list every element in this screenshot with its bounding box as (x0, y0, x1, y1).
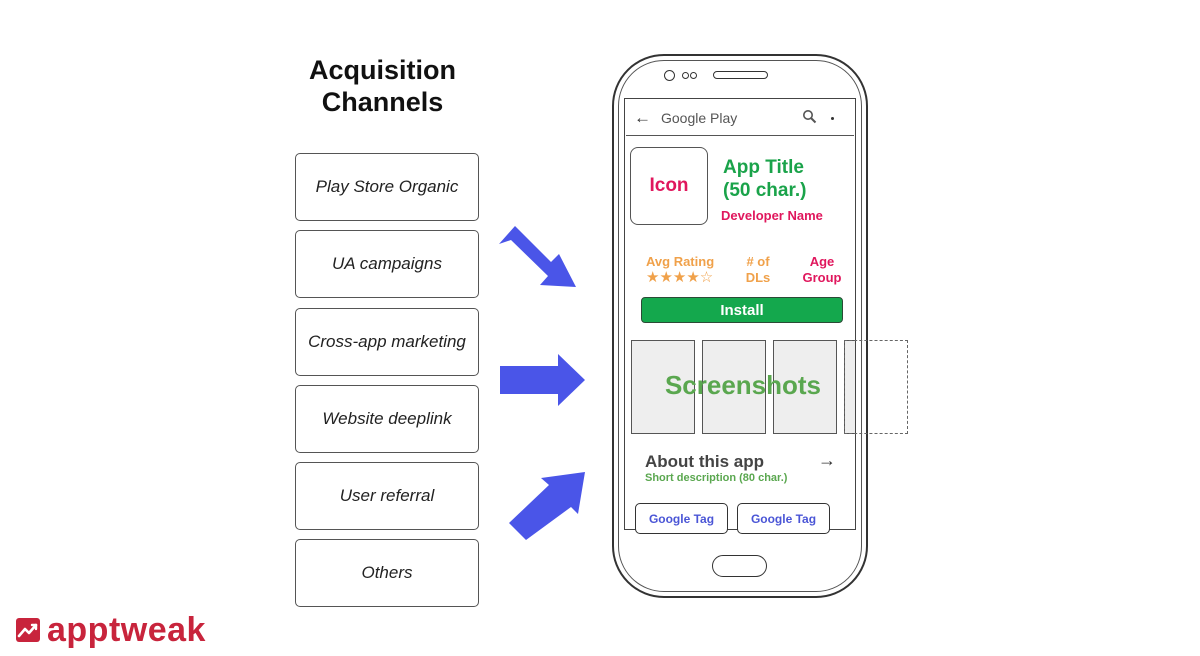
about-heading[interactable]: About this app (645, 452, 764, 471)
right-arrow-icon[interactable]: → (818, 450, 836, 470)
avg-rating-label: Avg Rating (646, 254, 715, 269)
arrow-down-right (499, 226, 576, 287)
channel-website-deeplink: Website deeplink (295, 385, 479, 453)
apptweak-logo-icon (16, 618, 40, 642)
speaker-grille (713, 71, 768, 79)
search-icon[interactable] (802, 109, 817, 124)
age-group-label: Age Group (801, 254, 843, 286)
overflow-menu-icon[interactable] (831, 117, 834, 120)
arrow-up-right (509, 472, 585, 540)
back-arrow-icon[interactable]: ← (634, 108, 651, 127)
app-icon-placeholder: Icon (630, 147, 708, 225)
store-top-bar (626, 100, 854, 136)
downloads-line2: DLs (745, 270, 771, 285)
downloads-line1: # of (746, 254, 770, 269)
app-title-line1: App Title (723, 157, 804, 178)
screenshot-2 (702, 340, 766, 434)
age-line1: Age (809, 254, 835, 269)
channel-user-referral: User referral (295, 462, 479, 530)
brand-logo: apptweak (15, 612, 206, 648)
developer-name: Developer Name (721, 208, 823, 223)
screenshot-4-overflow (844, 340, 908, 434)
channel-ua-campaigns: UA campaigns (295, 230, 479, 298)
arrow-right (500, 354, 585, 406)
install-button[interactable]: Install (641, 297, 843, 323)
home-button[interactable] (712, 555, 767, 577)
phone-inner-edge (618, 60, 862, 592)
short-description: Short description (80 char.) (645, 472, 788, 484)
app-title: App Title (50 char.) (723, 156, 806, 202)
channel-others: Others (295, 539, 479, 607)
sensor-right (690, 72, 697, 79)
rating-stars: ★★★★☆ (646, 269, 714, 286)
sensor-left (682, 72, 689, 79)
screenshots-label: Screenshots (664, 370, 822, 400)
downloads-label: # of DLs (741, 254, 775, 286)
tag-chip-1[interactable]: Google Tag (635, 503, 728, 534)
diagram-title: Acquisition Channels (309, 55, 456, 117)
front-camera (664, 70, 675, 81)
channel-play-store-organic: Play Store Organic (295, 153, 479, 221)
store-name: Google Play (661, 110, 738, 126)
screenshot-3 (773, 340, 837, 434)
screenshot-1 (631, 340, 695, 434)
brand-name: apptweak (47, 611, 206, 649)
age-line2: Group (802, 270, 842, 285)
app-title-line2: (50 char.) (723, 180, 807, 201)
tag-chip-2[interactable]: Google Tag (737, 503, 830, 534)
channel-cross-app-marketing: Cross-app marketing (295, 308, 479, 376)
